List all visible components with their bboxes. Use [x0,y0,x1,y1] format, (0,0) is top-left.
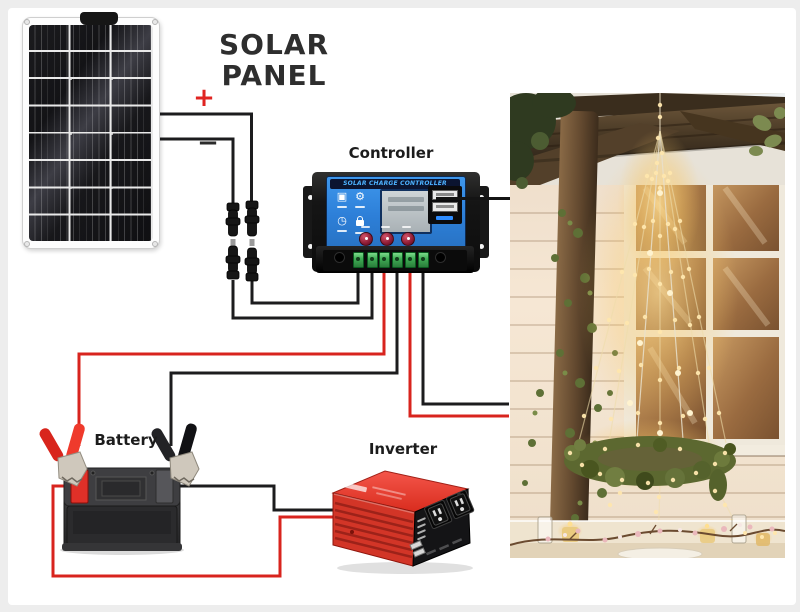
foliage-top-left [510,93,576,189]
photo-scene [510,93,785,558]
battery-label: Battery [94,431,158,449]
pv-negative-terminal[interactable] [366,252,378,268]
battery-clamp-negative [151,423,200,487]
usb-icon [436,216,453,220]
solar-panel [22,12,160,249]
negative-wires [160,112,509,512]
inverter-usb-ports [409,540,426,558]
battery-negative-terminal[interactable] [391,252,403,268]
ac-outlet [424,499,453,530]
load-positive-terminal[interactable] [404,252,416,268]
inverter-label: Inverter [368,440,438,458]
panel-solder-points [70,78,72,80]
usb-cable-wire [436,197,510,200]
panel-mount-hole [152,19,158,25]
junction-box [80,12,118,25]
controller-label: Controller [348,144,434,162]
string-lights-photo [510,93,785,558]
screw-hole [308,195,313,200]
glass [731,514,747,544]
charge-controller: SOLAR CHARGE CONTROLLER ▣ ⚙ ◷ [303,170,489,274]
usb-port[interactable] [432,202,458,212]
inverter [331,470,475,574]
glass [537,516,553,544]
inverter-bottom-vents [426,538,463,556]
solar-panel-cells [29,25,153,241]
pv-positive-terminal[interactable] [352,252,364,268]
plate [617,547,703,558]
down-button[interactable] [401,232,415,246]
usb-panel [428,186,462,224]
panel-mount-hole [24,19,30,25]
timer-icon: ◷ [334,214,350,240]
controller-title: SOLAR CHARGE CONTROLLER [330,179,460,189]
controller-faceplate: SOLAR CHARGE CONTROLLER ▣ ⚙ ◷ [326,176,466,249]
screw-hole [308,244,313,249]
leaves-top-right [749,107,785,156]
button-label-mark [402,226,411,228]
battery-positive-terminal[interactable] [378,252,390,268]
branch-lights [743,531,777,539]
terminal-end-hole [334,252,345,263]
load-negative-terminal[interactable] [417,252,429,268]
candle [562,527,579,542]
lock-icon [352,214,368,240]
solar-panel-title: SOLAR PANEL [218,28,330,92]
inverter-vent-slots [417,517,426,541]
table [510,514,785,558]
candle [700,529,715,543]
mc4-connectors [225,200,260,282]
minus-symbol: − [197,128,219,158]
button-label-mark [361,226,370,228]
button-label-mark [381,226,390,228]
blossoms [545,524,775,543]
screw-hole [479,244,484,249]
ac-outlet [446,489,475,520]
panel-mount-hole [24,241,30,247]
plus-symbol: + [193,83,215,113]
candle [756,533,770,546]
fairy-light-bright-dots [627,190,693,436]
terminal-end-hole [435,252,446,263]
display-icon: ▣ [334,190,350,216]
up-button[interactable] [380,232,394,246]
panel-mount-hole [152,241,158,247]
positive-wires [51,271,509,578]
menu-button[interactable] [359,232,373,246]
battery [60,467,184,555]
battery-clamp-positive [39,423,88,487]
gear-icon: ⚙ [352,190,368,216]
